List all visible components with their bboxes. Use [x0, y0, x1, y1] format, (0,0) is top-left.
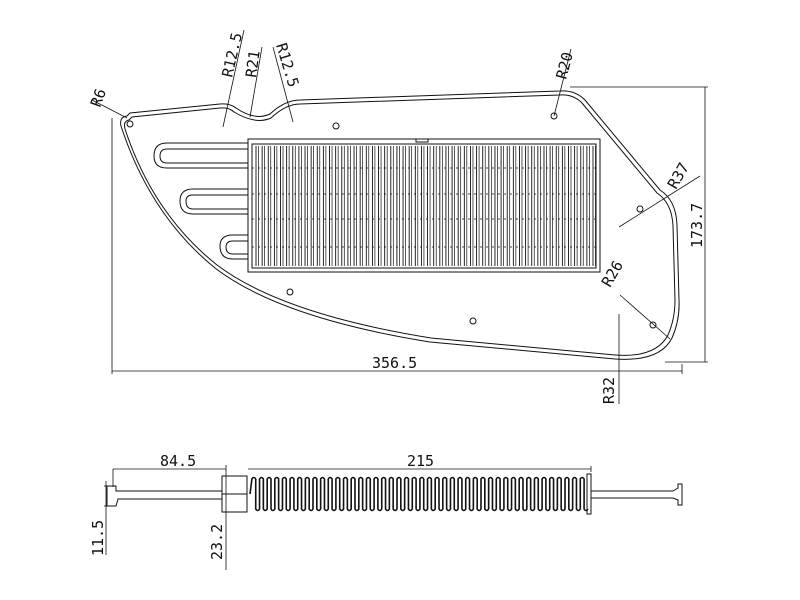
- radius-label-r20: R20: [552, 50, 576, 81]
- radius-label-r6: R6: [87, 86, 110, 109]
- mounting-hole: [126, 120, 134, 128]
- mounting-hole: [286, 288, 294, 296]
- side-dimension-lines: [104, 465, 592, 570]
- width-dimension-label: 356.5: [372, 354, 417, 372]
- evaporator-fin-block: [247, 138, 601, 273]
- heat-exchanger-coil: [249, 476, 589, 512]
- mounting-hole: [469, 317, 477, 325]
- radius-label-r12-5-b: R12.5: [272, 41, 302, 89]
- mounting-hole: [649, 321, 657, 329]
- right-tube: [586, 473, 683, 515]
- plate-outline: [120, 90, 680, 360]
- fins: [255, 146, 596, 266]
- radius-label-r32: R32: [600, 377, 618, 404]
- radius-label-r37: R37: [664, 160, 693, 192]
- radius-label-r21: R21: [242, 49, 264, 78]
- mounting-hole: [550, 112, 558, 120]
- left-tube: [106, 485, 222, 507]
- mounting-holes: [126, 112, 657, 329]
- coil-length-label: 215: [407, 452, 434, 470]
- coil-height-label: 23.2: [208, 524, 226, 560]
- serpentine-tubes: [153, 142, 248, 260]
- height-dimension-label: 173.7: [688, 203, 706, 248]
- dimension-lines: [91, 29, 708, 404]
- mounting-hole: [636, 205, 644, 213]
- side-view: 84.5 215 11.5 23.2: [89, 452, 683, 570]
- tube-height-label: 11.5: [89, 520, 107, 556]
- left-tube-length-label: 84.5: [160, 452, 196, 470]
- top-view: 356.5 173.7 R6 R12.5 R21 R12.5 R20 R37 R…: [87, 29, 708, 404]
- side-dimension-labels: 84.5 215 11.5 23.2: [89, 452, 434, 560]
- dimension-labels: 356.5 173.7 R6 R12.5 R21 R12.5 R20 R37 R…: [87, 31, 706, 404]
- mounting-hole: [332, 122, 340, 130]
- radius-label-r26: R26: [598, 258, 627, 290]
